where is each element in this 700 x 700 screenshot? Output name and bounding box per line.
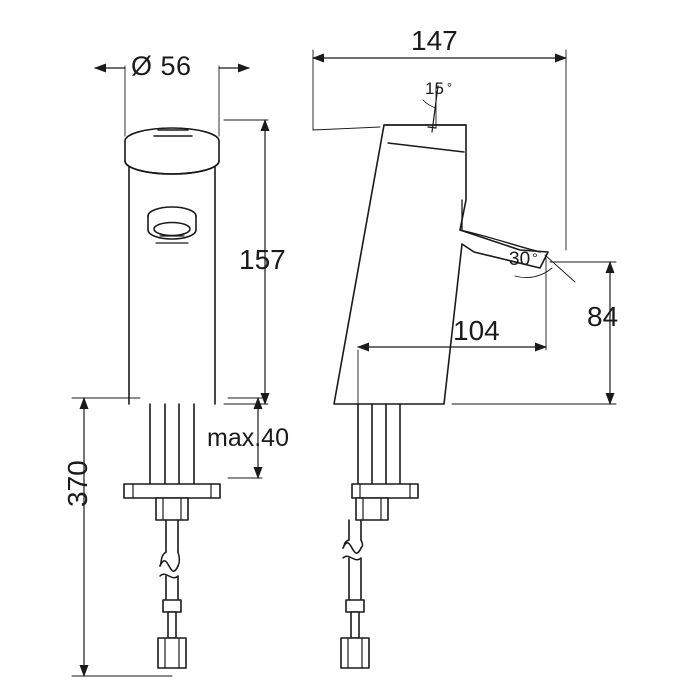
dimension-label-hose-length: 370 (62, 460, 93, 507)
dimension-label-height-outlet: 84 (587, 301, 619, 332)
right-view-mounting-hardware (340, 403, 419, 669)
angle-outlet-value: 30 (509, 249, 531, 270)
dimension-label-width-total: 147 (411, 25, 458, 56)
dimension-label-height-spout: 157 (239, 244, 286, 275)
degree-symbol-outlet: ° (532, 250, 538, 266)
dimension-label-reach: 104 (453, 315, 500, 346)
left-view-mounting-hardware (123, 403, 221, 669)
dimension-label-max-thickness: max.40 (207, 424, 289, 452)
degree-symbol-lever: ° (446, 80, 453, 95)
left-view-tap-body (124, 127, 220, 405)
extension-lines (71, 49, 617, 677)
right-view-tap-body (333, 85, 549, 405)
angle-lever-value: 15 (425, 79, 444, 98)
dimension-label-angle-outlet: 30° (509, 250, 538, 269)
dimension-label-angle-lever: 15° (425, 80, 452, 97)
dimension-label-diameter-top: Ø 56 (131, 51, 192, 81)
dimension-lines (79, 53, 615, 677)
